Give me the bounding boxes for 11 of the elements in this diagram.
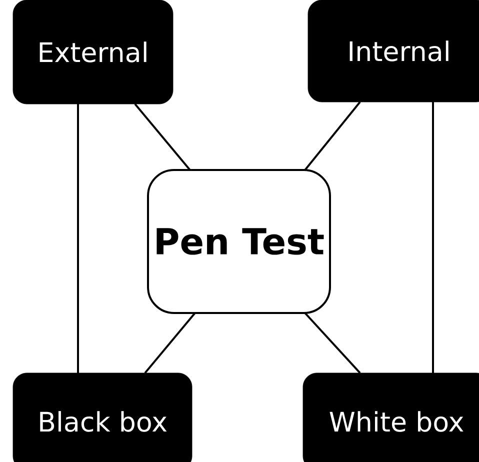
- category-box: External: [12, 0, 174, 104]
- connector-line: [77, 104, 79, 373]
- connector-line: [144, 312, 196, 374]
- connector-line: [432, 102, 434, 373]
- category-box: White box: [302, 372, 479, 462]
- category-box: Black box: [12, 372, 192, 462]
- connector-line: [304, 101, 361, 171]
- category-box: Internal: [308, 0, 479, 102]
- connector-line: [134, 103, 191, 171]
- connector-line: [304, 312, 361, 374]
- title-box: Pen Test: [147, 168, 331, 314]
